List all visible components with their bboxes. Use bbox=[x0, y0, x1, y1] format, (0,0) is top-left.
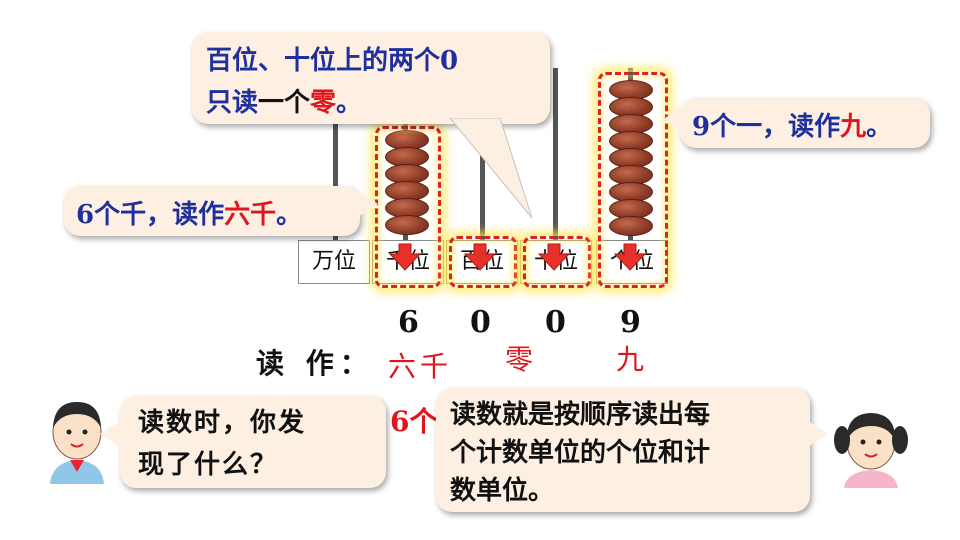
girl-line2: 个计数单位的个位和计 bbox=[450, 438, 711, 468]
hint-top-line2: 只读一个零。 bbox=[206, 82, 362, 119]
read-label: 读 作： bbox=[256, 347, 374, 380]
hint-right-tail bbox=[664, 105, 682, 133]
boy-bubble-tail bbox=[100, 420, 122, 448]
highlight-thousands bbox=[375, 126, 441, 288]
hint-top-line1: 百位、十位上的两个0 bbox=[206, 46, 459, 76]
digit-tens: 0 bbox=[545, 305, 566, 340]
hint-right-text: 9个一，读作九。 bbox=[692, 106, 892, 143]
hint-top-end: 。 bbox=[336, 88, 363, 118]
girl-speech-bubble: 读数就是按顺序读出每 个计数单位的个位和计 数单位。 bbox=[436, 388, 810, 512]
hint-left-red: 六千 bbox=[224, 200, 277, 230]
highlight-hundreds bbox=[449, 236, 517, 288]
hint-bubble-left: 6个千，读作六千。 bbox=[64, 186, 360, 236]
place-ten-thousands: 万位 bbox=[298, 240, 370, 284]
bead bbox=[609, 216, 653, 236]
rod-tens bbox=[553, 68, 558, 240]
boy-speech-bubble: 读数时，你发 现了什么？ bbox=[120, 396, 386, 488]
boy-avatar bbox=[50, 402, 104, 484]
digit-thousands: 6 bbox=[398, 305, 419, 340]
hint-right-end: 。 bbox=[866, 112, 893, 142]
hint-right-red: 九 bbox=[840, 112, 867, 142]
girl-line3: 数单位。 bbox=[450, 476, 555, 506]
down-arrow-icon bbox=[388, 243, 422, 271]
girl-bubble-tail bbox=[806, 420, 828, 448]
digit-hundreds: 0 bbox=[470, 305, 491, 340]
girl-avatar bbox=[834, 413, 908, 488]
hint-bubble-top: 百位、十位上的两个0 只读一个零。 bbox=[192, 32, 550, 124]
hint-top-middle: 一个 bbox=[258, 88, 311, 118]
partial-text: 6个 bbox=[390, 405, 438, 438]
down-arrow-icon bbox=[537, 243, 571, 271]
reading-thousand: 六千 bbox=[388, 350, 453, 383]
highlight-tens bbox=[523, 236, 591, 288]
down-arrow-icon bbox=[463, 243, 497, 271]
boy-line2: 现了什么？ bbox=[138, 450, 279, 480]
hint-left-end: 。 bbox=[276, 200, 303, 230]
reading-zero: 零 bbox=[505, 343, 534, 376]
hint-right-prefix: 9个一，读作 bbox=[692, 112, 841, 142]
down-arrow-icon bbox=[613, 243, 647, 271]
hint-left-text: 6个千，读作六千。 bbox=[76, 194, 302, 231]
rod-hundreds bbox=[480, 115, 485, 240]
hint-top-prefix: 只读 bbox=[206, 88, 259, 118]
hint-bubble-right: 9个一，读作九。 bbox=[680, 98, 930, 148]
bead bbox=[385, 215, 429, 235]
hint-left-prefix: 6个千，读作 bbox=[76, 200, 225, 230]
highlight-ones bbox=[598, 72, 668, 288]
reading-one: 九 bbox=[616, 343, 645, 376]
rod-ten-thousands bbox=[333, 110, 338, 240]
digit-ones: 9 bbox=[620, 305, 641, 340]
hint-left-tail bbox=[356, 190, 378, 218]
boy-line1: 读数时，你发 bbox=[138, 408, 307, 438]
hint-top-red: 零 bbox=[310, 88, 337, 118]
girl-line1: 读数就是按顺序读出每 bbox=[450, 400, 711, 430]
hint-top-tail bbox=[449, 118, 533, 219]
